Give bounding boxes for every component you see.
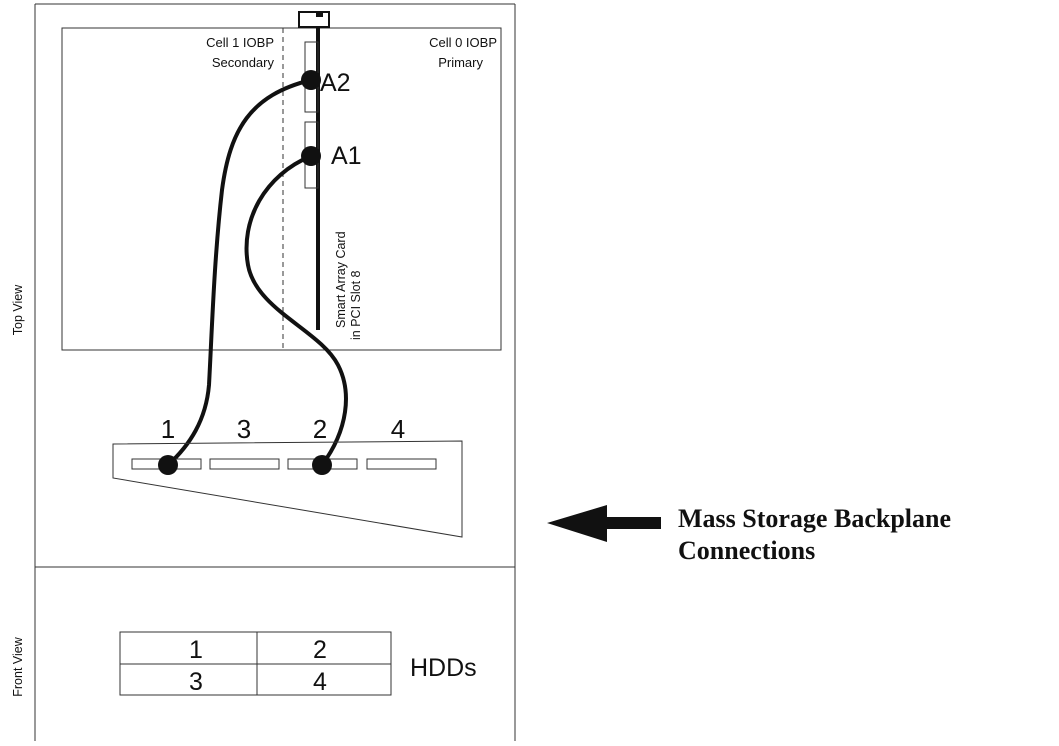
smart-array-card: Smart Array Card in PCI Slot 8 <box>298 11 363 340</box>
backplane-slot-4 <box>366 458 437 470</box>
connector-a1-dot <box>301 146 321 166</box>
backplane-port1-dot <box>158 455 178 475</box>
hdd-slot-3: 3 <box>189 668 203 696</box>
connector-a1-label: A1 <box>331 142 362 170</box>
backplane-slot-3 <box>209 458 280 470</box>
mass-storage-backplane <box>112 440 463 538</box>
backplane-port2-dot <box>312 455 332 475</box>
cell0-title: Cell 0 IOBP <box>429 35 497 50</box>
card-bracket <box>298 11 330 28</box>
backplane-outline <box>112 440 463 538</box>
cell1-role: Secondary <box>212 55 275 70</box>
front-view-label: Front View <box>11 636 25 696</box>
chassis <box>34 3 516 741</box>
connector-a2-dot <box>301 70 321 90</box>
backplane-port-label-4: 4 <box>391 414 405 444</box>
hdd-slot-1: 1 <box>189 636 203 664</box>
card-label-line1: Smart Array Card <box>334 231 348 328</box>
cable-a1-to-port2 <box>244 154 348 467</box>
hdd-bay-grid <box>119 631 392 696</box>
card-bracket-tab <box>316 12 323 17</box>
callout-line1: Mass Storage Backplane <box>678 504 951 533</box>
backplane-port-label-1: 1 <box>161 414 175 444</box>
hdd-slot-2: 2 <box>313 636 327 664</box>
callout-arrow <box>547 505 661 542</box>
connector-a2-label: A2 <box>320 69 351 97</box>
callout-line2: Connections <box>678 536 816 565</box>
hdd-slot-4: 4 <box>313 668 327 696</box>
backplane-port-label-3: 3 <box>237 414 251 444</box>
cell1-title: Cell 1 IOBP <box>206 35 274 50</box>
iobp-board <box>61 27 502 351</box>
top-view-label: Top View <box>11 284 25 335</box>
hdd-label: HDDs <box>410 654 477 682</box>
callout-label: Mass Storage Backplane Connections <box>678 503 951 567</box>
cell0-role: Primary <box>438 55 483 70</box>
card-label-line2: in PCI Slot 8 <box>349 270 363 340</box>
backplane-port-label-2: 2 <box>313 414 327 444</box>
cable-a2-to-port1 <box>166 78 313 467</box>
